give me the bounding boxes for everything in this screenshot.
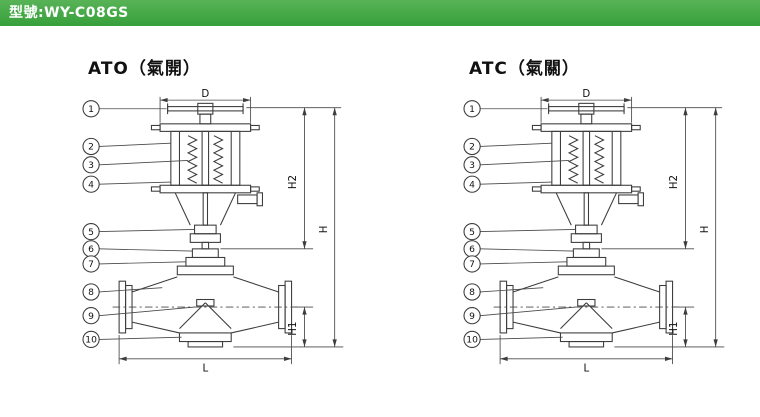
callout-leader-line: [99, 248, 193, 252]
dimension-label-h2: H2: [288, 175, 299, 189]
callout-number: 9: [469, 311, 475, 322]
callout-bubble: [463, 156, 481, 174]
callout-bubble: [82, 156, 100, 174]
callout-leader-line: [480, 181, 552, 185]
callout-bubble: [82, 100, 100, 118]
callout-number: 10: [466, 335, 478, 346]
callout-bubble: [82, 137, 100, 156]
callout-bubble: [463, 100, 481, 118]
dimension-lines: [118, 96, 344, 365]
callout-bubble: [463, 283, 481, 301]
callout-bubble: [463, 307, 481, 325]
callout-number: 1: [88, 104, 94, 115]
callout-number: 4: [88, 179, 94, 190]
callout-number: 3: [469, 160, 475, 171]
dimension-label-h: H: [700, 226, 711, 234]
diagram-atc-title: ATC（氣關）: [469, 59, 580, 79]
callout-bubble: [82, 222, 100, 241]
callout-leader-line: [99, 336, 182, 340]
valve-linework: [118, 102, 293, 348]
callout-leader-line: [480, 306, 576, 317]
callout-number: 6: [469, 244, 475, 255]
diagram-ato-title: ATO（氣開）: [88, 59, 201, 79]
callout-leader-line: [99, 229, 195, 233]
callout-leader-line: [480, 248, 574, 252]
dimension-label-h: H: [319, 226, 330, 234]
callout-bubble: [82, 175, 100, 193]
callout-number: 5: [88, 227, 94, 238]
callout-number: 7: [88, 259, 94, 270]
callout-leader-line: [480, 261, 567, 265]
callout-number: 8: [88, 287, 94, 298]
callout-number: 10: [85, 335, 97, 346]
callout-bubble: [463, 175, 481, 193]
dimension-label-l: L: [202, 364, 208, 375]
callout-number: 2: [469, 142, 475, 153]
callout-bubble: [463, 222, 481, 241]
callout-leader-line: [99, 287, 163, 293]
callout-number: 9: [88, 311, 94, 322]
model-header-bar: 型號:WY-C08GS: [0, 0, 760, 26]
callout-bubble: [82, 307, 100, 325]
callout-leader-line: [99, 181, 171, 185]
model-label: 型號:WY-C08GS: [9, 5, 129, 21]
callout-number: 3: [88, 160, 94, 171]
callout-bubble: [463, 330, 481, 349]
callout-leader-line: [480, 336, 563, 340]
callout-leader-line: [480, 229, 576, 233]
callout-leader-line: [480, 287, 544, 293]
callout-number: 7: [469, 259, 475, 270]
callout-bubble: [463, 137, 481, 156]
dimension-label-h2: H2: [669, 175, 680, 189]
dimension-arrows: [500, 97, 718, 361]
callout-number: 4: [469, 179, 475, 190]
dimension-label-d: D: [201, 89, 209, 100]
callout-bubble: [82, 283, 100, 301]
callout-bubble: [463, 255, 481, 273]
callout-number: 8: [469, 287, 475, 298]
callout-leader-line: [99, 142, 171, 147]
callout-leader-line: [480, 142, 552, 147]
callout-number: 6: [88, 244, 94, 255]
dimension-label-d: D: [582, 89, 590, 100]
callout-number: 1: [469, 104, 475, 115]
dimension-label-h1: H1: [669, 322, 680, 336]
callout-leader-line: [99, 261, 186, 265]
callout-leader-line: [99, 160, 189, 166]
callout-number: 5: [469, 227, 475, 238]
callout-leader-line: [480, 160, 570, 166]
valve-linework: [499, 102, 674, 348]
callout-bubble: [82, 330, 100, 349]
callout-number: 2: [88, 142, 94, 153]
dimension-label-h1: H1: [288, 322, 299, 336]
callout-leader-line: [99, 306, 195, 317]
dimension-lines: [499, 96, 725, 365]
dimension-arrows: [119, 97, 337, 361]
callout-bubble: [82, 255, 100, 273]
dimension-label-l: L: [583, 364, 589, 375]
